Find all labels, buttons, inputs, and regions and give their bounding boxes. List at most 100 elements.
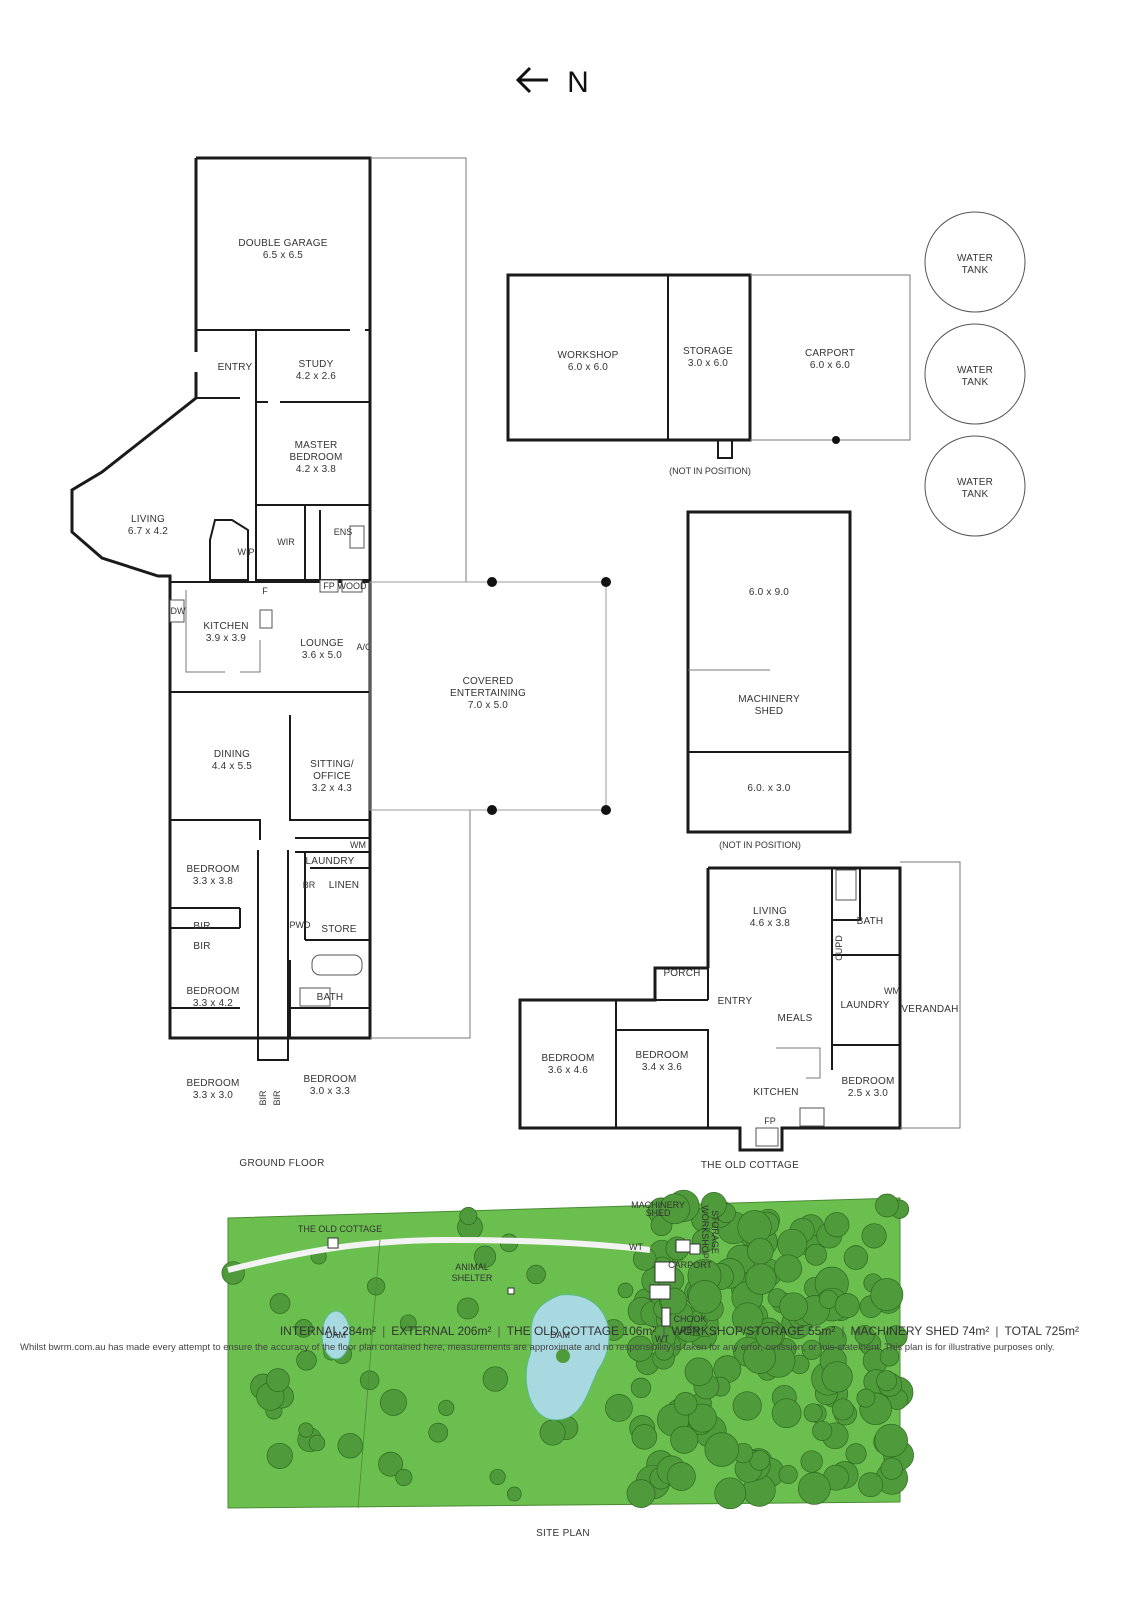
tree-icon	[856, 1388, 876, 1408]
cottage-entry-label: ENTRY	[718, 996, 753, 1007]
tree-icon	[631, 1424, 658, 1450]
site-chook-2: PEN	[681, 1325, 700, 1335]
tree-icon	[874, 1423, 908, 1458]
tree-icon	[858, 1472, 884, 1498]
ens-label: ENS	[334, 527, 353, 537]
f-label: F	[262, 586, 268, 596]
tree-icon	[296, 1350, 317, 1371]
tree-icon	[459, 1207, 478, 1225]
tree-icon	[266, 1442, 293, 1469]
tree-icon	[687, 1403, 717, 1433]
site-workshop: WORKSHOP	[700, 1205, 710, 1259]
tree-icon	[700, 1192, 727, 1218]
tree-icon	[667, 1462, 696, 1491]
tree-icon	[704, 1432, 740, 1467]
tree-icon	[308, 1434, 326, 1452]
site-old-cottage: THE OLD COTTAGE	[298, 1224, 382, 1234]
wip-label: WIP	[238, 547, 255, 557]
br-label: BR	[303, 880, 316, 890]
area-item: EXTERNAL 206m²	[391, 1324, 492, 1338]
cottage-fp-label: FP	[764, 1116, 776, 1126]
site-storage: STORAGE	[710, 1210, 720, 1254]
tree-icon	[473, 1245, 497, 1268]
tree-icon	[378, 1451, 404, 1477]
cottage-living-dims: 4.6 x 3.8	[750, 918, 790, 929]
cottage-bed1-label: BEDROOM	[541, 1053, 594, 1064]
cottage-meals-label: MEALS	[778, 1013, 813, 1024]
lounge-dims: 3.6 x 5.0	[302, 650, 342, 661]
cottage-living-label: LIVING	[753, 906, 787, 917]
shed-bottom-dims: 6.0. x 3.0	[747, 783, 790, 794]
tree-icon	[659, 1193, 691, 1225]
tank3-line1: WATER	[957, 477, 993, 488]
tree-icon	[732, 1302, 764, 1334]
tree-icon	[395, 1468, 413, 1486]
covered-label-2: ENTERTAINING	[450, 688, 526, 699]
tree-icon	[854, 1325, 875, 1346]
tree-icon	[684, 1357, 714, 1387]
bath-label: BATH	[317, 992, 344, 1003]
sitting-dims: 3.2 x 4.3	[312, 783, 352, 794]
tree-icon	[755, 1321, 783, 1350]
tree-icon	[617, 1282, 634, 1299]
living-label: LIVING	[131, 514, 165, 525]
carport-dims: 6.0 x 6.0	[810, 360, 850, 371]
shed-top-dims: 6.0 x 9.0	[749, 587, 789, 598]
site-dam-small: DAM	[326, 1330, 346, 1340]
wood-label: WOOD	[338, 581, 367, 591]
tree-icon	[800, 1450, 823, 1473]
tree-icon	[654, 1341, 674, 1361]
site-plan: THE OLD COTTAGE MACHINERY SHED WORKSHOP …	[221, 1189, 914, 1539]
main-house-labels: DOUBLE GARAGE 6.5 x 6.5 ENTRY STUDY 4.2 …	[128, 238, 372, 1169]
tree-icon	[714, 1477, 747, 1510]
workshop-block: WORKSHOP 6.0 x 6.0 STORAGE 3.0 x 6.0 CAR…	[506, 273, 911, 476]
area-separator: |	[382, 1324, 386, 1338]
bedroom1-label: BEDROOM	[186, 864, 239, 875]
carport-label: CARPORT	[805, 348, 855, 359]
cottage-cupd-label: CUPD	[834, 935, 844, 961]
tree-icon	[779, 1292, 808, 1322]
site-chook-1: CHOOK	[673, 1314, 706, 1324]
workshop-dims: 6.0 x 6.0	[568, 362, 608, 373]
site-machinery-1: MACHINERY	[631, 1200, 685, 1210]
storage-dims: 3.0 x 6.0	[688, 358, 728, 369]
tree-icon	[737, 1210, 772, 1245]
machinery-shed: 6.0 x 9.0 MACHINERY SHED 6.0. x 3.0 (NOT…	[686, 510, 852, 850]
lounge-label: LOUNGE	[300, 638, 344, 649]
tree-icon	[824, 1212, 850, 1238]
ac-label: A/C	[356, 642, 372, 652]
tree-icon	[626, 1335, 654, 1362]
store-label: STORE	[321, 924, 356, 935]
tree-icon	[482, 1366, 508, 1392]
tree-icon	[747, 1237, 774, 1265]
area-item: INTERNAL 284m²	[279, 1324, 377, 1338]
tree-icon	[359, 1370, 380, 1391]
cottage-bed2-label: BEDROOM	[635, 1050, 688, 1061]
workshop-label: WORKSHOP	[557, 350, 618, 361]
not-in-position-1: (NOT IN POSITION)	[669, 466, 751, 476]
ground-floor-title: GROUND FLOOR	[239, 1158, 324, 1169]
disclaimer: Whilst bwrm.com.au has made every attemp…	[20, 1342, 1055, 1353]
tree-icon	[797, 1472, 831, 1505]
cottage-title: THE OLD COTTAGE	[701, 1160, 799, 1171]
tree-icon	[506, 1486, 522, 1502]
tank2-line1: WATER	[957, 365, 993, 376]
area-item: MACHINERY SHED 74m²	[850, 1324, 990, 1338]
tree-icon	[805, 1243, 827, 1266]
cottage-kitchen-label: KITCHEN	[753, 1087, 798, 1098]
site-carport: CARPORT	[668, 1260, 712, 1270]
tree-icon	[875, 1193, 899, 1218]
cottage-bed1-dims: 3.6 x 4.6	[548, 1065, 588, 1076]
master-dims: 4.2 x 3.8	[296, 464, 336, 475]
pwd-label: PWD	[290, 920, 311, 930]
covered-dims: 7.0 x 5.0	[468, 700, 508, 711]
tree-icon	[885, 1325, 908, 1348]
water-tanks: WATER TANK WATER TANK WATER TANK	[924, 211, 1026, 537]
site-wt-1: WT	[629, 1242, 643, 1252]
tree-icon	[298, 1422, 314, 1438]
living-dims: 6.7 x 4.2	[128, 526, 168, 537]
wm-label: WM	[350, 840, 366, 850]
tree-icon	[673, 1392, 698, 1416]
tree-icon	[526, 1264, 546, 1285]
